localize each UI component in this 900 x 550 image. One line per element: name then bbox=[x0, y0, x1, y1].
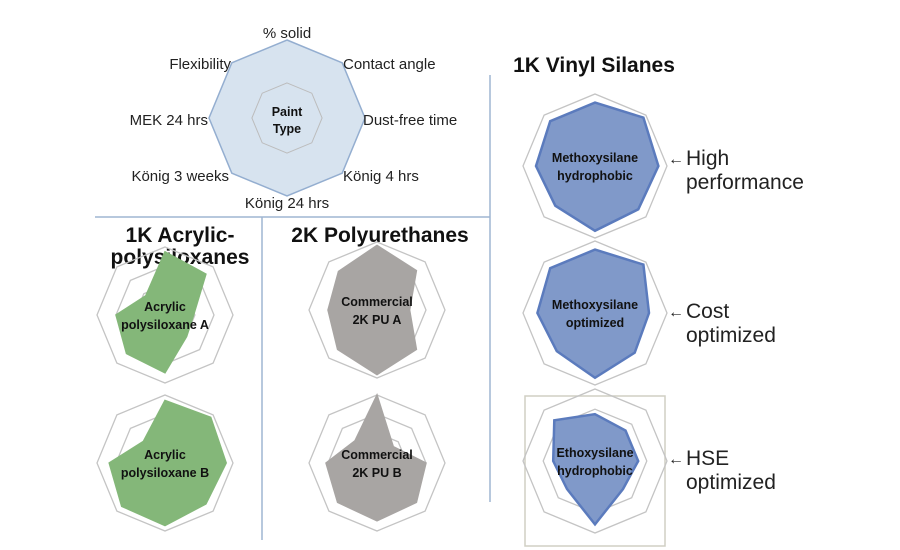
axis-label-2: Dust-free time bbox=[363, 112, 457, 129]
section-title-acrylic: 1K Acrylic-polysiloxanes bbox=[111, 224, 250, 269]
arrow-left-icon: ← bbox=[668, 304, 684, 321]
section-title-pu: 2K Polyurethanes bbox=[291, 224, 468, 247]
axis-label-4: König 24 hrs bbox=[245, 195, 329, 212]
grid-ring-0 bbox=[308, 241, 446, 379]
series-polygon bbox=[536, 248, 651, 380]
legend-inner-octagon bbox=[251, 82, 323, 154]
series-polygon bbox=[325, 392, 427, 522]
grid-ring-0 bbox=[522, 240, 668, 386]
highlight-box bbox=[524, 395, 666, 547]
arrow-left-icon: ← bbox=[668, 451, 684, 468]
section-title-vinyl: 1K Vinyl Silanes bbox=[513, 54, 675, 77]
axis-label-7: Flexibility bbox=[169, 56, 231, 73]
grid-ring-0 bbox=[522, 93, 668, 239]
arrow-left-icon: ← bbox=[668, 151, 684, 168]
grid-ring-0 bbox=[96, 394, 234, 532]
legend-outer-octagon bbox=[208, 39, 366, 197]
axis-label-5: König 3 weeks bbox=[131, 168, 229, 185]
grid-ring-0 bbox=[308, 394, 446, 532]
series-polygon bbox=[327, 244, 418, 376]
axis-label-6: MEK 24 hrs bbox=[130, 112, 208, 129]
series-polygon bbox=[551, 412, 640, 527]
grid-ring-0 bbox=[522, 388, 668, 534]
axis-label-1: Contact angle bbox=[343, 56, 436, 73]
series-polygon bbox=[115, 250, 207, 374]
series-polygon bbox=[534, 101, 660, 233]
grid-ring-0 bbox=[96, 246, 234, 384]
series-polygon bbox=[108, 399, 228, 527]
axis-label-0: % solid bbox=[263, 25, 311, 42]
axis-label-3: König 4 hrs bbox=[343, 168, 419, 185]
